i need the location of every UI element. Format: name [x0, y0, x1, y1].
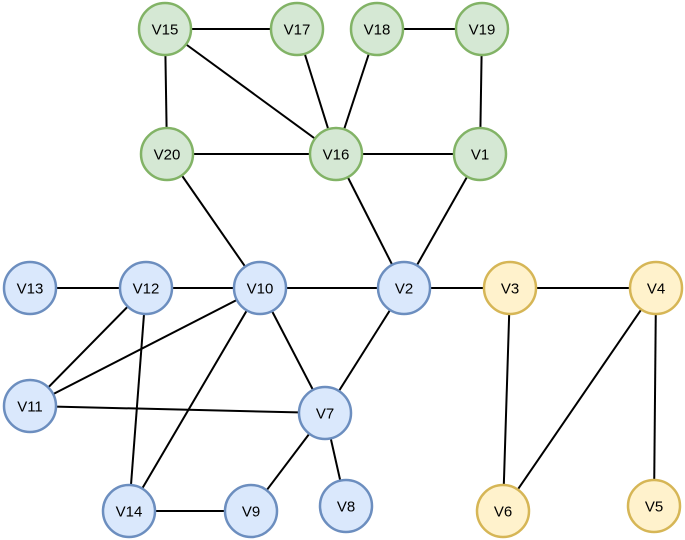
node-circle	[137, 1, 193, 57]
node-label: V3	[501, 281, 519, 298]
node-circle	[318, 478, 374, 534]
node-v5[interactable]: V5	[626, 478, 682, 534]
edge-v3-v6	[502, 287, 511, 512]
node-label: V1	[471, 147, 489, 164]
node-label: V18	[364, 22, 391, 39]
node-circle	[118, 260, 174, 316]
node-label: V8	[337, 499, 355, 516]
node-circle	[223, 483, 279, 539]
node-v10[interactable]: V10	[232, 260, 288, 316]
edge-v15-v16	[164, 28, 337, 155]
node-circle	[2, 378, 58, 434]
node-circle	[482, 260, 538, 316]
node-circle	[2, 260, 58, 316]
node-label: V11	[17, 399, 43, 416]
node-label: V6	[494, 504, 512, 521]
node-label: V4	[647, 281, 665, 298]
node-label: V19	[469, 22, 496, 39]
node-label: V20	[154, 147, 181, 164]
node-circle	[101, 483, 157, 539]
edge-v12-v11	[29, 287, 147, 407]
node-v6[interactable]: V6	[475, 483, 531, 539]
node-v18[interactable]: V18	[349, 1, 405, 57]
node-v1[interactable]: V1	[452, 126, 508, 182]
node-v7[interactable]: V7	[297, 385, 353, 441]
node-label: V5	[645, 499, 663, 516]
node-label: V15	[152, 22, 179, 39]
edge-v4-v6	[502, 287, 657, 512]
node-v8[interactable]: V8	[318, 478, 374, 534]
node-v4[interactable]: V4	[628, 260, 684, 316]
node-v3[interactable]: V3	[482, 260, 538, 316]
node-circle	[139, 126, 195, 182]
node-label: V2	[395, 281, 413, 298]
node-v2[interactable]: V2	[376, 260, 432, 316]
node-label: V14	[116, 504, 143, 521]
node-v11[interactable]: V11	[2, 378, 58, 434]
edge-v10-v11	[29, 287, 261, 407]
node-label: V10	[247, 281, 274, 298]
node-circle	[454, 1, 510, 57]
edge-v11-v7	[29, 405, 326, 414]
node-v14[interactable]: V14	[101, 483, 157, 539]
node-circle	[308, 126, 364, 182]
node-label: V9	[242, 504, 260, 521]
node-label: V13	[17, 281, 44, 298]
node-circle	[349, 1, 405, 57]
node-circle	[626, 478, 682, 534]
node-circle	[376, 260, 432, 316]
node-circle	[269, 1, 325, 57]
node-v9[interactable]: V9	[223, 483, 279, 539]
node-circle	[297, 385, 353, 441]
node-circle	[628, 260, 684, 316]
node-label: V12	[133, 281, 160, 298]
edges-layer	[29, 28, 657, 512]
edge-v10-v14	[128, 287, 261, 512]
node-v20[interactable]: V20	[139, 126, 195, 182]
edge-v12-v14	[128, 287, 147, 512]
node-v13[interactable]: V13	[2, 260, 58, 316]
node-label: V7	[316, 406, 334, 423]
node-v12[interactable]: V12	[118, 260, 174, 316]
node-circle	[232, 260, 288, 316]
node-v15[interactable]: V15	[137, 1, 193, 57]
node-v17[interactable]: V17	[269, 1, 325, 57]
node-label: V16	[323, 147, 350, 164]
node-circle	[475, 483, 531, 539]
node-circle	[452, 126, 508, 182]
node-v16[interactable]: V16	[308, 126, 364, 182]
edge-v4-v5	[653, 287, 657, 507]
node-label: V17	[284, 22, 311, 39]
node-v19[interactable]: V19	[454, 1, 510, 57]
